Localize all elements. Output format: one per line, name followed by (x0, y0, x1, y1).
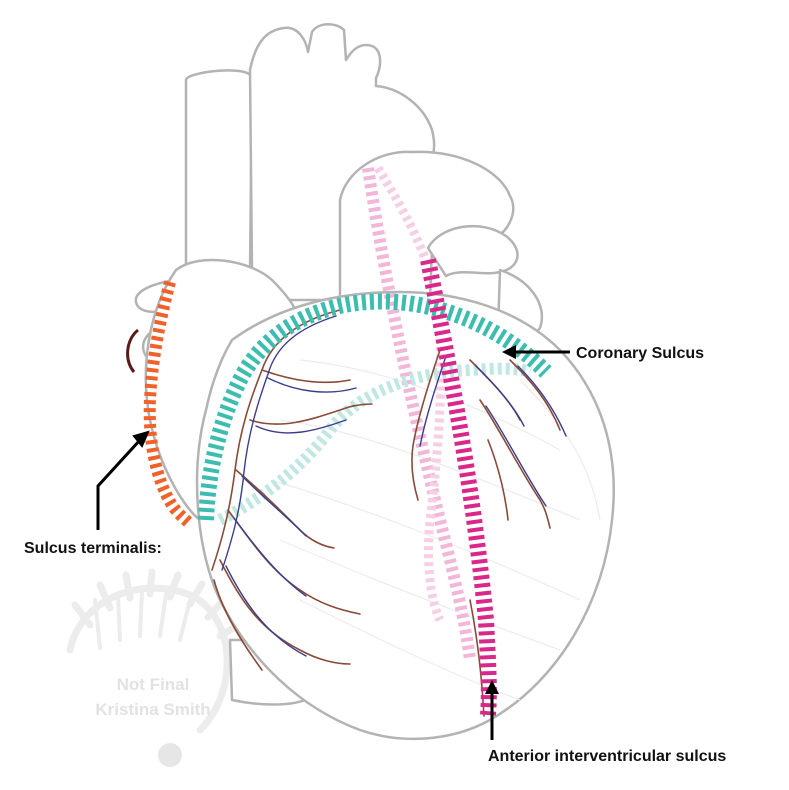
watermark-spine-icon (66, 568, 244, 734)
heart-outline (134, 23, 615, 741)
posterior-coronary-sulcus-faded (217, 362, 533, 526)
anterior-interventricular-sulcus-line (420, 258, 497, 716)
watermark-line2: Kristina Smith (95, 700, 210, 719)
posterior-interventricular-sulcus-faded (362, 167, 476, 661)
posterior-sulci (217, 165, 533, 661)
sulcus-terminalis-line (143, 280, 195, 529)
posterior-interventricular-sulcus-faded-2 (374, 165, 446, 623)
interventricular-arrowhead (485, 680, 499, 694)
pulmonary-vein-mark (126, 328, 140, 373)
anterior-interventricular-sulcus-label: Anterior interventricular sulcus (488, 748, 726, 765)
superior-vena-cava (184, 69, 254, 287)
watermark: Not Final Kristina Smith (66, 568, 244, 767)
sulcus-terminalis-label: Sulcus terminalis: (24, 540, 162, 557)
coronary-vessels (211, 309, 567, 717)
sulcus-terminalis-arrow (96, 438, 142, 530)
pointer-arrows (96, 345, 570, 740)
watermark-dot (158, 743, 182, 767)
coronary-sulcus-line (198, 293, 552, 521)
coronary-sulcus-label: Coronary Sulcus (576, 345, 704, 362)
coronary-sulcus-arrowhead (502, 345, 516, 359)
surface-contours (269, 359, 601, 701)
sulcus-terminalis-arrowhead (132, 430, 150, 448)
pulmonary-artery-branch (426, 224, 519, 278)
watermark-line1: Not Final (117, 675, 190, 694)
